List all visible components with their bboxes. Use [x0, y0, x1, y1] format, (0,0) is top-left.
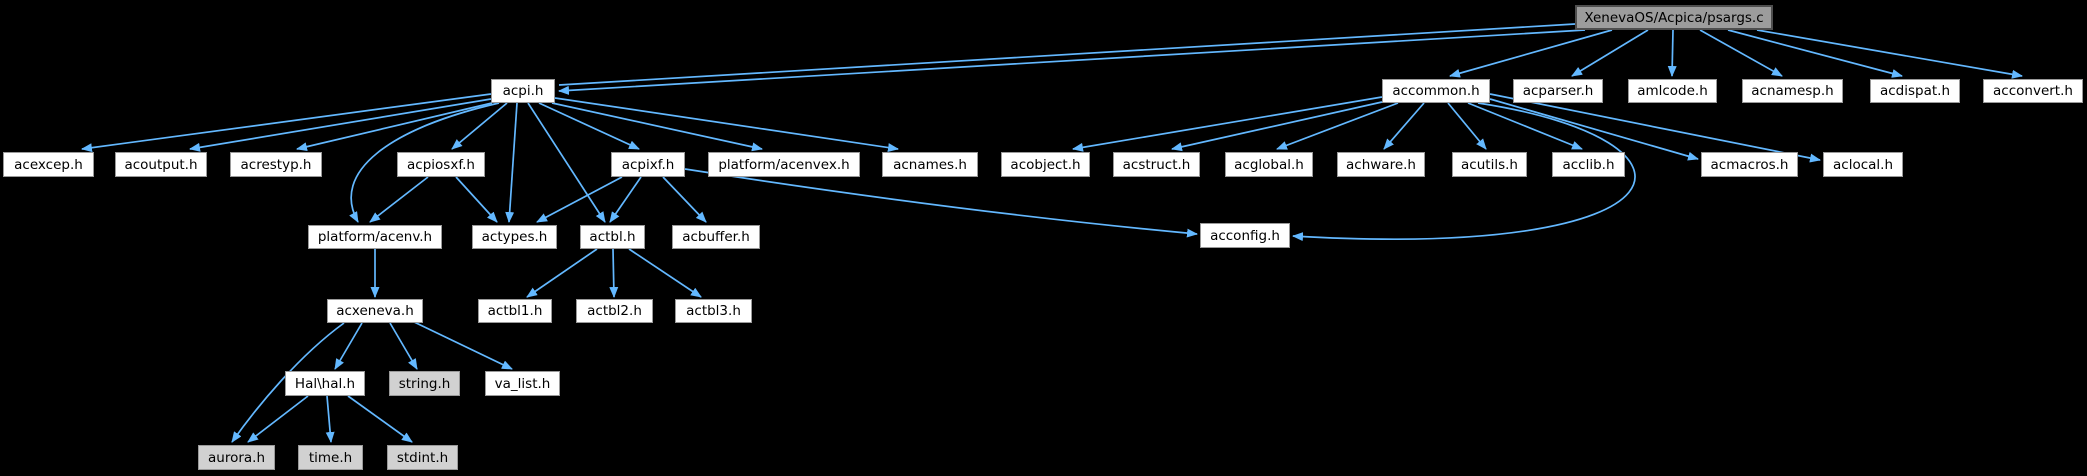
edge-acpi-to-actypes: [505, 102, 518, 223]
node-achware[interactable]: achware.h: [1337, 152, 1425, 177]
node-acexcep[interactable]: acexcep.h: [3, 152, 94, 177]
node-acobject[interactable]: acobject.h: [1001, 152, 1090, 177]
node-amlcode[interactable]: amlcode.h: [1628, 79, 1717, 103]
edge-acpiosxf-to-acenv: [369, 176, 429, 223]
node-actbl[interactable]: actbl.h: [580, 225, 645, 249]
node-accommon[interactable]: accommon.h: [1382, 79, 1490, 103]
node-acpixf[interactable]: acpixf.h: [611, 152, 685, 177]
edge-accommon-to-acmacros: [1489, 98, 1699, 161]
edge-acxeneva-to-valist: [411, 320, 513, 370]
edge-psargs-to-acpi: [559, 23, 1586, 91]
node-acmacros[interactable]: acmacros.h: [1701, 152, 1798, 177]
edge-actbl-to-actbl3: [628, 248, 702, 298]
node-acrestyp[interactable]: acrestyp.h: [230, 152, 322, 177]
edge-accommon-to-acglobal: [1276, 102, 1399, 150]
node-actbl1[interactable]: actbl1.h: [478, 299, 552, 323]
edge-acpiosxf-to-actypes: [455, 176, 498, 223]
edge-acpixf-to-actypes: [536, 176, 623, 223]
node-halhal[interactable]: Hal\hal.h: [285, 371, 365, 396]
node-acglobal[interactable]: acglobal.h: [1225, 152, 1313, 177]
edge-acpi-to-acpiosxf: [451, 102, 508, 150]
node-acparser[interactable]: acparser.h: [1513, 79, 1603, 103]
node-valist[interactable]: va_list.h: [485, 371, 560, 396]
node-acoutput[interactable]: acoutput.h: [115, 152, 207, 177]
node-actbl2[interactable]: actbl2.h: [576, 299, 653, 323]
node-actypes[interactable]: actypes.h: [472, 225, 557, 249]
node-acutils[interactable]: acutils.h: [1452, 152, 1527, 177]
edge-acxeneva-to-aurora: [231, 322, 345, 443]
node-acnamesp[interactable]: acnamesp.h: [1742, 79, 1843, 103]
edge-acxeneva-to-halhal: [334, 322, 363, 370]
edge-accommon-to-acstruct: [1171, 101, 1383, 152]
node-acdispat[interactable]: acdispat.h: [1870, 79, 1960, 103]
node-acstruct[interactable]: acstruct.h: [1113, 152, 1200, 177]
node-aclocal[interactable]: aclocal.h: [1823, 152, 1903, 177]
edge-acpi-to-acexcep: [81, 93, 492, 153]
edge-acpi-to-acoutput: [189, 98, 492, 152]
edge-actbl-to-actbl2: [609, 248, 619, 298]
edge-acpi-to-acenvex: [551, 102, 763, 152]
edge-accommon-to-acclib: [1467, 102, 1583, 150]
edge-accommon-to-achware: [1383, 102, 1425, 150]
edge-acpixf-to-acbuffer: [662, 176, 707, 223]
edge-actbl-to-actbl1: [526, 248, 598, 298]
node-acconfig[interactable]: acconfig.h: [1200, 223, 1290, 248]
edge-halhal-to-aurora: [247, 395, 309, 443]
edge-accommon-to-acutils: [1447, 102, 1487, 150]
edge-acpi-to-acpixf: [538, 102, 640, 150]
node-time[interactable]: time.h: [298, 445, 363, 470]
node-psargs[interactable]: XenevaOS/Acpica/psargs.c: [1575, 5, 1773, 30]
edge-acpi-to-acnames: [554, 97, 899, 152]
edge-psargs-to-acdispat: [1727, 29, 1903, 78]
edge-psargs-to-accommon: [1449, 29, 1613, 78]
node-stdint[interactable]: stdint.h: [387, 445, 458, 470]
edge-acpixf-to-actbl: [609, 176, 642, 223]
node-acconvert[interactable]: acconvert.h: [1983, 79, 2083, 103]
edge-acpi-to-acrestyp: [296, 102, 493, 152]
node-acenv[interactable]: platform/acenv.h: [308, 225, 442, 249]
node-aurora[interactable]: aurora.h: [198, 445, 275, 470]
node-acnames[interactable]: acnames.h: [882, 152, 978, 177]
node-acbuffer[interactable]: acbuffer.h: [672, 225, 760, 249]
edge-acpixf-to-acconfig: [684, 168, 1198, 238]
edge-acpi-to-actbl: [527, 102, 606, 223]
edge-psargs-to-acconvert: [1756, 29, 2023, 79]
edge-psargs-to-acnamesp: [1699, 29, 1783, 77]
node-acxeneva[interactable]: acxeneva.h: [327, 299, 423, 323]
node-string[interactable]: string.h: [389, 371, 460, 396]
node-acpi[interactable]: acpi.h: [491, 79, 555, 103]
edge-halhal-to-time: [325, 395, 335, 443]
node-acclib[interactable]: acclib.h: [1552, 152, 1625, 177]
edge-accommon-to-acobject: [1072, 96, 1383, 152]
edge-psargs-to-acparser: [1571, 29, 1649, 77]
edge-acxeneva-to-string: [389, 322, 418, 370]
node-acpiosxf[interactable]: acpiosxf.h: [397, 152, 485, 177]
edge-acpi-to-acenv: [349, 102, 500, 223]
edge-accommon-to-acconfig: [1292, 102, 1636, 242]
node-acenvex[interactable]: platform/acenvex.h: [708, 152, 860, 177]
edge-halhal-to-stdint: [347, 395, 413, 443]
edge-psargs-to-amlcode: [1667, 29, 1677, 77]
edge-accommon-to-aclocal: [1489, 93, 1821, 163]
node-actbl3[interactable]: actbl3.h: [675, 299, 752, 323]
